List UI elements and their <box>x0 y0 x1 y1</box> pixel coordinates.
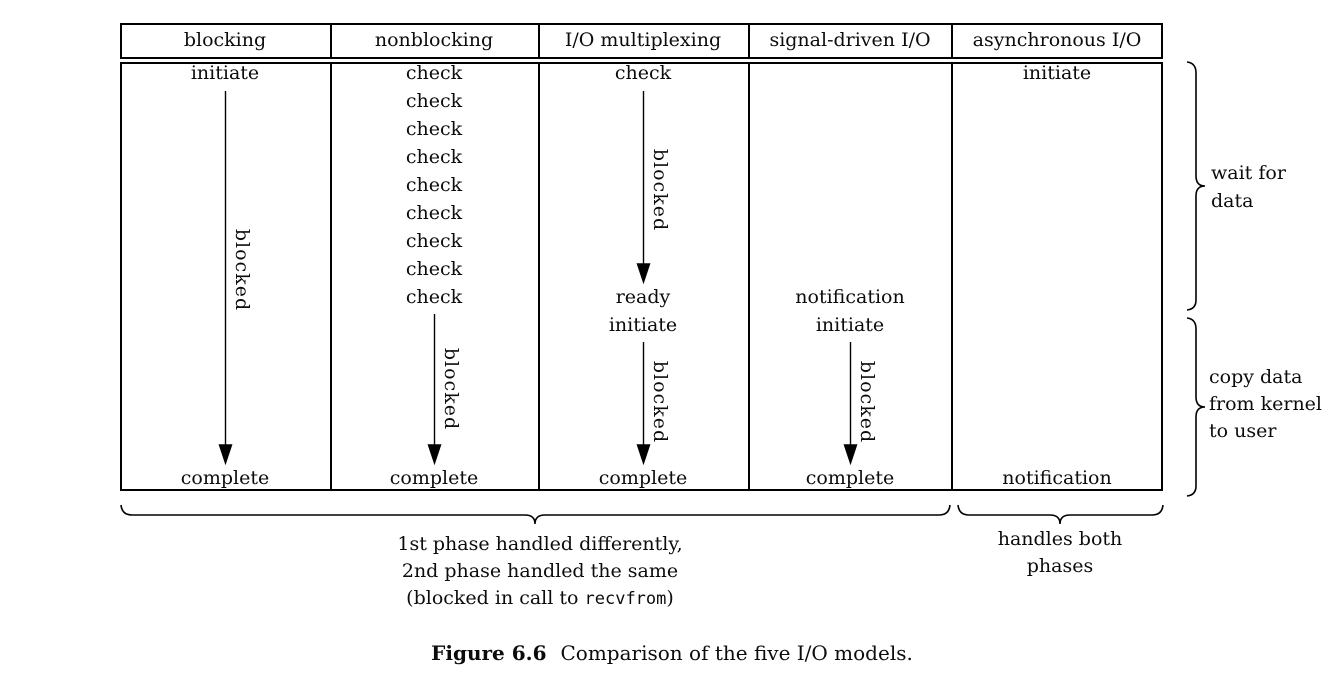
phase-note-line3: (blocked in call to recvfrom) <box>397 585 682 613</box>
wait-for-data-label: wait for data <box>1211 159 1286 215</box>
copy-label-line2: from kernel <box>1209 393 1323 415</box>
handles-both-line2: phases <box>1026 555 1094 577</box>
check-item: check <box>405 174 463 196</box>
check-item: check <box>405 202 463 224</box>
async-initiate: initiate <box>1022 62 1092 84</box>
blocking-initiate: initiate <box>190 62 260 84</box>
check-item: check <box>405 62 463 84</box>
column-divider-1 <box>330 23 332 491</box>
header-signal-driven: signal-driven I/O <box>769 29 931 51</box>
table-frame <box>120 23 1163 491</box>
copy-label-line3: to user <box>1209 420 1277 442</box>
multiplexing-ready-initiate: ready initiate <box>609 283 677 339</box>
wait-label-line1: wait for <box>1211 162 1286 184</box>
nonblocking-complete: complete <box>389 467 479 489</box>
check-item: check <box>405 146 463 168</box>
handles-both-brace <box>957 504 1164 525</box>
blocking-complete: complete <box>180 467 270 489</box>
column-divider-3 <box>748 23 750 491</box>
signal-complete: complete <box>805 467 895 489</box>
wait-label-line2: data <box>1211 190 1254 212</box>
check-item: check <box>405 258 463 280</box>
check-item: check <box>405 230 463 252</box>
copy-data-label: copy data from kernel to user <box>1209 364 1322 445</box>
multiplexing-check: check <box>614 62 672 84</box>
phase-note-line1: 1st phase handled differently, <box>397 533 683 555</box>
figure-caption-number: Figure 6.6 <box>431 641 547 665</box>
nonblocking-check-list: check check check check check check chec… <box>406 59 462 311</box>
check-item: check <box>405 90 463 112</box>
multiplexing-complete: complete <box>598 467 688 489</box>
signal-blocked-label: blocked <box>856 360 878 444</box>
nonblocking-blocked-label: blocked <box>440 347 462 431</box>
signal-initiate: initiate <box>815 314 885 336</box>
async-notification: notification <box>1002 467 1112 489</box>
multiplexing-blocked-label-2: blocked <box>649 360 671 444</box>
multiplexing-ready: ready <box>615 286 671 308</box>
figure-caption-text: Comparison of the five I/O models. <box>560 641 913 665</box>
header-io-multiplexing: I/O multiplexing <box>564 29 722 51</box>
signal-notification: notification <box>795 286 905 308</box>
handles-both-line1: handles both <box>997 528 1123 550</box>
handles-both-label: handles both phases <box>998 526 1123 580</box>
header-blocking: blocking <box>183 29 267 51</box>
phase-note: 1st phase handled differently, 2nd phase… <box>397 531 682 613</box>
multiplexing-blocked-label-1: blocked <box>649 148 671 232</box>
phase-note-line3-post: ) <box>666 587 674 609</box>
column-divider-2 <box>538 23 540 491</box>
check-item: check <box>405 118 463 140</box>
copy-data-brace <box>1186 317 1206 497</box>
check-item: check <box>405 286 463 308</box>
recvfrom-code: recvfrom <box>584 589 667 609</box>
wait-for-data-brace <box>1186 61 1206 311</box>
header-asynchronous: asynchronous I/O <box>972 29 1142 51</box>
blocking-blocked-label: blocked <box>231 228 253 312</box>
column-divider-4 <box>951 23 953 491</box>
copy-label-line1: copy data <box>1209 366 1303 388</box>
signal-notification-initiate: notification initiate <box>795 283 904 339</box>
figure-caption: Figure 6.6 Comparison of the five I/O mod… <box>431 641 913 665</box>
phase-note-line2: 2nd phase handled the same <box>401 560 679 582</box>
header-separator <box>120 57 1163 64</box>
header-nonblocking: nonblocking <box>374 29 494 51</box>
first-phase-brace <box>120 504 951 525</box>
multiplexing-initiate: initiate <box>608 314 678 336</box>
phase-note-line3-pre: (blocked in call to <box>406 587 585 609</box>
